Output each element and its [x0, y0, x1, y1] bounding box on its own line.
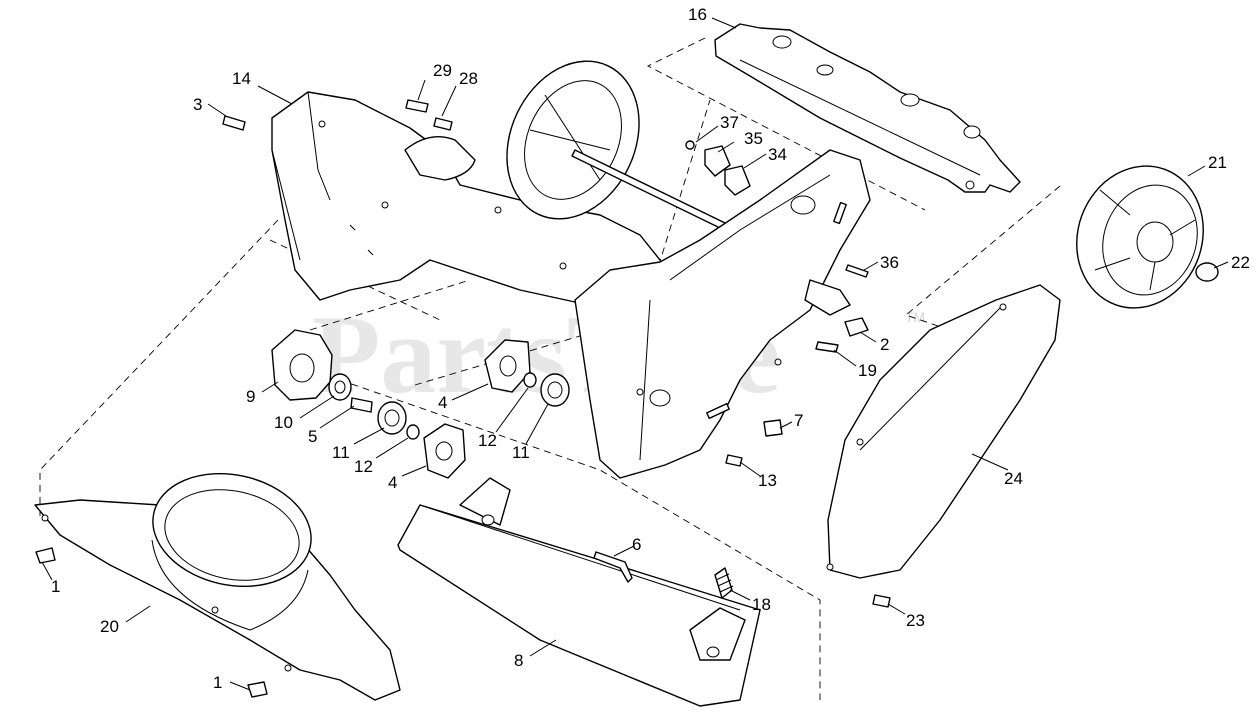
- bolt-part-13[interactable]: [725, 454, 743, 467]
- ring-part-12-right[interactable]: [523, 372, 537, 388]
- nut-part-7[interactable]: [763, 419, 783, 437]
- callout-11-right: 11: [512, 443, 530, 462]
- callout-6: 6: [632, 535, 641, 554]
- spacer-part-5[interactable]: [350, 397, 373, 413]
- callout-12-left: 12: [354, 457, 373, 476]
- callout-4-lower: 4: [388, 473, 397, 492]
- callout-37: 37: [720, 113, 739, 132]
- callout-14: 14: [232, 69, 251, 88]
- pin-part-6[interactable]: [593, 551, 633, 583]
- ring-part-12-left[interactable]: [406, 424, 420, 440]
- callout-16: 16: [688, 5, 707, 24]
- callout-labels: 16 29 28 14 3 37 35 34 21 22 36 2 19 9 1…: [51, 5, 1250, 692]
- scraper-bar-part-8[interactable]: [397, 477, 761, 707]
- clip-part-1-lower[interactable]: [247, 681, 268, 698]
- callout-1-lower: 1: [213, 673, 222, 692]
- bolt-part-23[interactable]: [872, 594, 891, 608]
- axle-housing-part-16[interactable]: [714, 23, 1021, 193]
- callout-36: 36: [880, 253, 899, 272]
- callout-21: 21: [1208, 153, 1227, 172]
- callout-7: 7: [794, 411, 803, 430]
- callout-22: 22: [1231, 253, 1250, 272]
- bolts-part-3-28-29[interactable]: [222, 99, 453, 131]
- frame-side-panel[interactable]: [574, 149, 871, 479]
- main-frame-part-14[interactable]: [271, 91, 669, 303]
- callout-29: 29: [433, 61, 452, 80]
- callout-28: 28: [459, 69, 478, 88]
- bolts-part-2-19[interactable]: [815, 317, 869, 353]
- callout-4-upper: 4: [438, 393, 447, 412]
- callout-9: 9: [246, 387, 255, 406]
- callout-18: 18: [752, 595, 771, 614]
- callout-2: 2: [880, 335, 889, 354]
- rear-wheel-part-21[interactable]: [1057, 148, 1223, 326]
- callout-8: 8: [514, 651, 523, 670]
- callout-13: 13: [758, 471, 777, 490]
- hubcap-part-22[interactable]: [1195, 262, 1219, 282]
- bearing-housing-part-9[interactable]: [271, 329, 333, 401]
- clip-part-1-upper[interactable]: [35, 547, 56, 564]
- callout-19: 19: [858, 361, 877, 380]
- watermark-trademark: TM: [905, 309, 925, 325]
- callout-1-upper: 1: [51, 577, 60, 596]
- rear-wheel-left[interactable]: [482, 39, 664, 240]
- callout-3: 3: [193, 95, 202, 114]
- callout-11-left: 11: [332, 443, 350, 462]
- callout-24: 24: [1004, 469, 1023, 488]
- flange-part-4-upper[interactable]: [484, 339, 531, 393]
- discharge-housing-part-20[interactable]: [34, 460, 401, 701]
- callout-20: 20: [100, 617, 119, 636]
- flange-part-4-lower[interactable]: [423, 423, 466, 479]
- callout-10: 10: [274, 413, 293, 432]
- callout-5: 5: [308, 427, 317, 446]
- pin-part-36[interactable]: [845, 264, 869, 278]
- callout-12-right: 12: [478, 431, 497, 450]
- leader-lines: [41, 17, 1229, 691]
- callout-23: 23: [906, 611, 925, 630]
- callout-34: 34: [768, 145, 787, 164]
- bracket-parts-34-35-37[interactable]: [685, 140, 751, 196]
- callout-35: 35: [744, 129, 763, 148]
- side-cover-part-24[interactable]: [826, 284, 1061, 579]
